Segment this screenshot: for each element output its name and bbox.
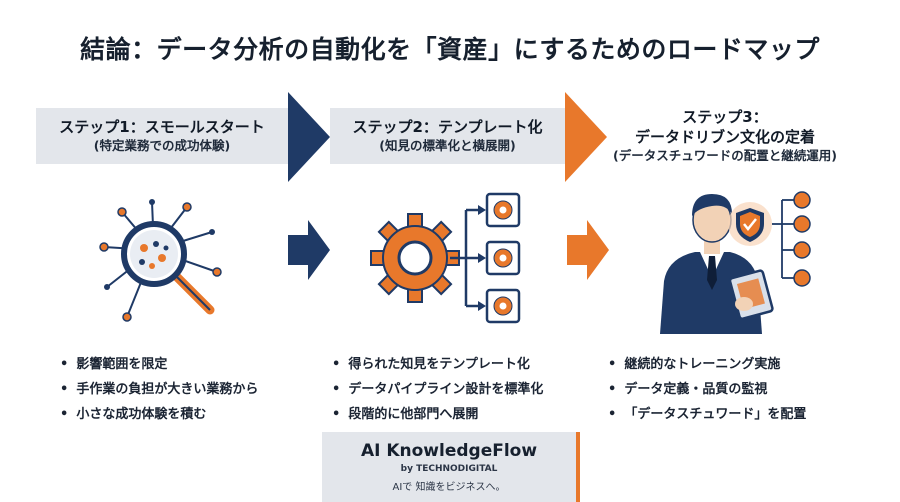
chevron-right-icon <box>288 92 330 182</box>
step1-subtitle: (特定業務での成功体験) <box>93 138 231 153</box>
magnifier-analysis-icon <box>99 199 222 322</box>
step3-header: ステップ3： データドリブン文化の定着 (データスチュワードの配置と継続運用) <box>590 98 860 174</box>
arrow-right-icon <box>288 220 330 280</box>
step1-header: ステップ1：スモールスタート (特定業務での成功体験) <box>36 108 288 164</box>
gear-template-icon <box>370 192 521 324</box>
step2-title: ステップ2：テンプレート化 <box>352 118 543 136</box>
list-item: 手作業の負担が大きい業務から <box>60 377 258 402</box>
step2-header: ステップ2：テンプレート化 (知見の標準化と横展開) <box>330 108 565 164</box>
step3-title-line2: データドリブン文化の定着 <box>634 128 815 146</box>
page-title: 結論：データ分析の自動化を「資産」にするためのロードマップ <box>80 35 820 64</box>
list-item: 得られた知見をテンプレート化 <box>332 352 543 377</box>
list-item: データ定義・品質の監視 <box>608 377 806 402</box>
brand-block: AI KnowledgeFlow by TECHNODIGITAL AIで 知識… <box>322 432 580 502</box>
chevron-right-icon <box>565 92 607 182</box>
step2-subtitle: (知見の標準化と横展開) <box>379 138 516 153</box>
brand-company: by TECHNODIGITAL <box>400 464 498 474</box>
step3-subtitle: (データスチュワードの配置と継続運用) <box>613 148 837 163</box>
list-item: データパイプライン設計を標準化 <box>332 377 543 402</box>
brand-tagline: AIで 知識をビジネスへ。 <box>392 482 506 493</box>
list-item: 小さな成功体験を積む <box>60 402 258 427</box>
step1-title: ステップ1：スモールスタート <box>59 118 265 136</box>
arrow-right-icon <box>567 220 609 280</box>
step2-bullet-list: 得られた知見をテンプレート化 データパイプライン設計を標準化 段階的に他部門へ展… <box>332 352 543 427</box>
list-item: 「データスチュワード」を配置 <box>608 402 806 427</box>
data-steward-icon <box>660 191 811 334</box>
step1-bullet-list: 影響範囲を限定 手作業の負担が大きい業務から 小さな成功体験を積む <box>60 352 258 427</box>
brand-name: AI KnowledgeFlow <box>360 441 538 461</box>
step3-bullet-list: 継続的なトレーニング実施 データ定義・品質の監視 「データスチュワード」を配置 <box>608 352 806 427</box>
list-item: 継続的なトレーニング実施 <box>608 352 806 377</box>
step3-title-line1: ステップ3： <box>682 108 768 126</box>
list-item: 影響範囲を限定 <box>60 352 258 377</box>
list-item: 段階的に他部門へ展開 <box>332 402 543 427</box>
